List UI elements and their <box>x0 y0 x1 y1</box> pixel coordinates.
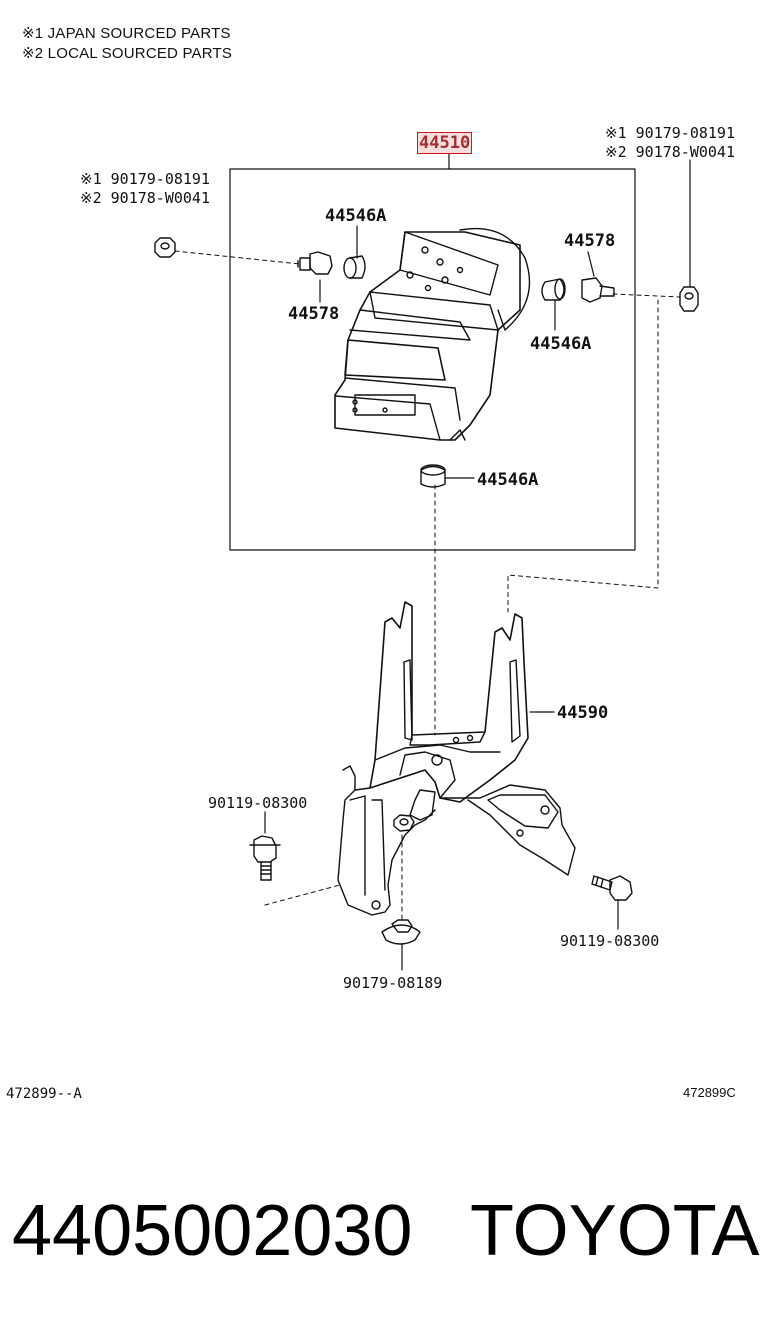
part-label-44546a-bottom[interactable]: 44546A <box>477 470 539 490</box>
actuator-body <box>334 227 531 441</box>
part-label-44578-right[interactable]: 44578 <box>564 231 616 251</box>
bracket-drawing <box>337 601 576 916</box>
part-label-right-nut-2[interactable]: ※2 90178-W0041 <box>605 143 735 161</box>
right-stud-bolt <box>581 277 615 303</box>
part-label-left-nut-2[interactable]: ※2 90178-W0041 <box>80 189 210 207</box>
part-label-bolt-right[interactable]: 90119-08300 <box>560 932 660 950</box>
left-stud-bolt <box>297 251 333 275</box>
bottom-flange-nut <box>381 919 421 945</box>
part-label-bolt-left[interactable]: 90119-08300 <box>208 794 308 812</box>
right-bushing <box>541 278 566 301</box>
assembly-box <box>229 168 636 551</box>
part-label-44546a-left[interactable]: 44546A <box>325 206 387 226</box>
note-japan-sourced: ※1 JAPAN SOURCED PARTS <box>22 25 231 42</box>
part-label-left-nut-1[interactable]: ※1 90179-08191 <box>80 170 210 188</box>
bracket-center-nut <box>393 814 415 832</box>
note-local-sourced: ※2 LOCAL SOURCED PARTS <box>22 45 233 62</box>
part-number: 4405002030 <box>12 1191 413 1271</box>
brand-name: TOYOTA <box>470 1191 760 1271</box>
left-bushing <box>343 255 366 279</box>
part-label-nut-bottom[interactable]: 90179-08189 <box>343 974 443 992</box>
part-label-44578-left[interactable]: 44578 <box>288 304 340 324</box>
part-label-44510[interactable]: 44510 <box>416 132 473 154</box>
bottom-bushing <box>420 464 446 488</box>
illustration-code-right: 472899C <box>683 1085 736 1100</box>
part-label-44546a-right[interactable]: 44546A <box>530 334 592 354</box>
right-bolt <box>591 875 633 901</box>
left-bolt <box>249 835 281 881</box>
part-label-right-nut-1[interactable]: ※1 90179-08191 <box>605 124 735 142</box>
part-label-44590[interactable]: 44590 <box>557 703 609 723</box>
part-44510-highlight: 44510 <box>416 132 473 154</box>
illustration-code-left: 472899--A <box>6 1086 82 1102</box>
right-flange-nut <box>679 286 699 312</box>
left-flange-nut <box>154 237 176 258</box>
